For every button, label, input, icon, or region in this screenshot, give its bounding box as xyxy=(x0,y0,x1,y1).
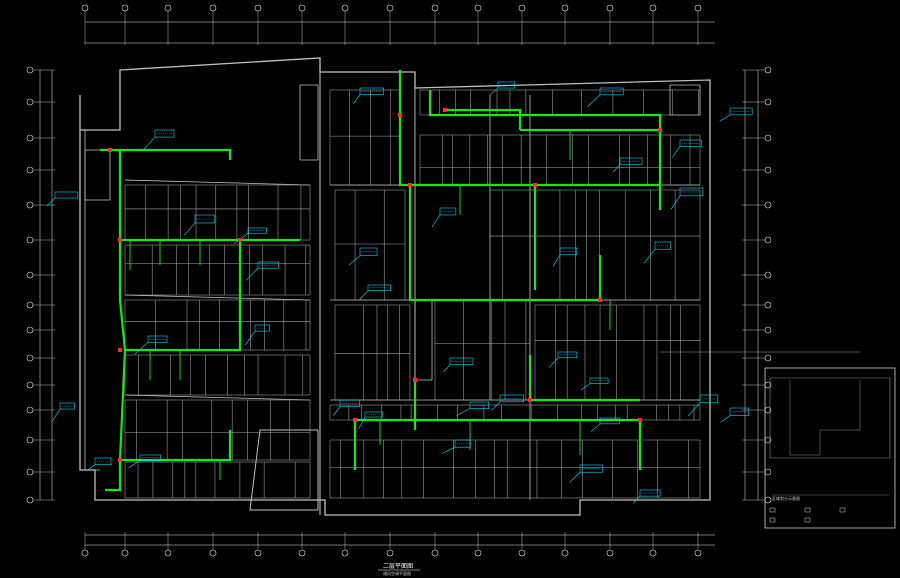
ventilation-ducts xyxy=(100,70,662,492)
room-partitions xyxy=(124,89,701,499)
legend-title: 区域划分示意图 xyxy=(772,495,800,501)
duct-annotations xyxy=(46,81,753,504)
drawing-title: 二层平面图 xyxy=(383,563,413,570)
grid-axis-top xyxy=(81,4,715,45)
ventilation-ducts-thin xyxy=(129,130,611,480)
equipment-markers xyxy=(108,108,662,462)
grid-axis-right xyxy=(742,66,772,504)
legend-inset xyxy=(660,351,896,529)
grid-axis-bottom xyxy=(81,532,715,557)
drawing-subtitle: 通风空调平面图 xyxy=(383,570,411,576)
grid-axis-left xyxy=(26,66,55,504)
